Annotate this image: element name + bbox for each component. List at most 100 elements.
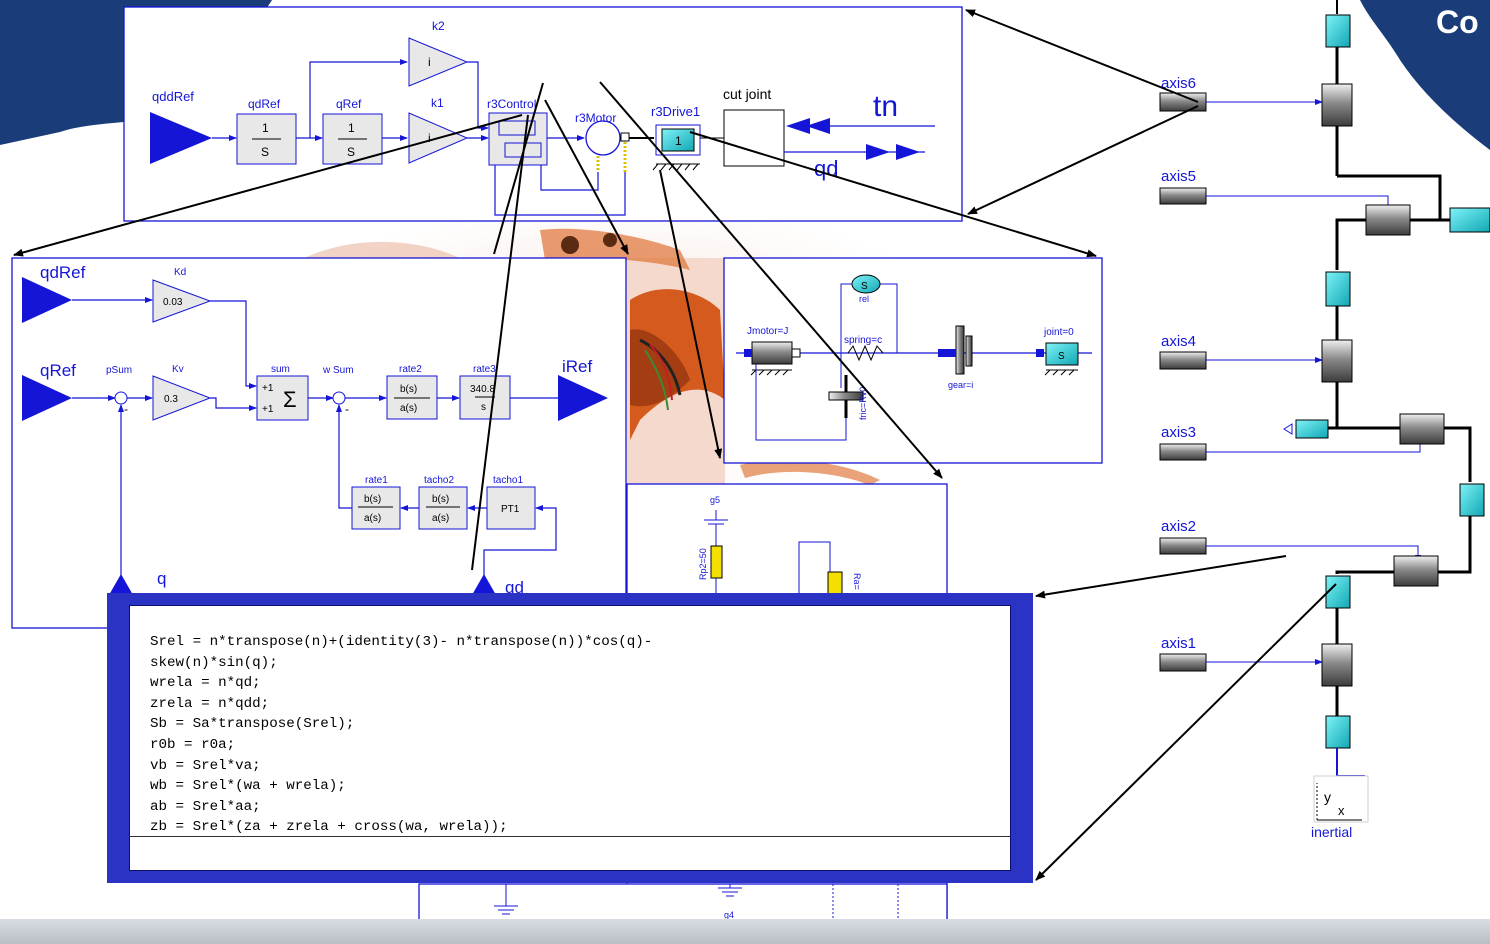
gear-block[interactable] <box>955 325 965 375</box>
rate1-den: a(s) <box>364 513 381 524</box>
joint5-block[interactable] <box>1365 204 1411 236</box>
axis5-label: axis5 <box>1161 168 1196 185</box>
bottom-bar <box>0 919 1490 944</box>
sum-label: sum <box>271 364 290 375</box>
iref-label: iRef <box>562 357 593 376</box>
k2-gain-block[interactable] <box>408 37 469 87</box>
code-line: wrela = n*qd; <box>150 675 261 692</box>
rp2-resistor[interactable] <box>710 545 723 579</box>
gear-label: gear=i <box>948 380 973 390</box>
body5-block[interactable] <box>1449 207 1490 233</box>
psum-label: pSum <box>106 365 132 376</box>
body2-block[interactable] <box>1459 483 1485 517</box>
r3motor-block[interactable] <box>585 120 621 156</box>
joint4-block[interactable] <box>1321 339 1353 383</box>
rel-label: rel <box>859 294 869 304</box>
control-qd-label: qd <box>505 578 524 597</box>
qdref-input-triangle <box>22 277 72 323</box>
q-input-triangle <box>109 574 133 595</box>
jmotor-label: Jmotor=J <box>747 326 788 337</box>
rate3-label: rate3 <box>473 364 496 375</box>
robot-structure: axis6 axis5 axis4 axis3 axis2 axis1 <box>1159 0 1490 840</box>
rate1-block[interactable] <box>351 486 401 530</box>
rate2-num: b(s) <box>400 384 417 395</box>
ra-resistor[interactable] <box>827 571 843 596</box>
r3drive1-value: 1 <box>675 134 682 148</box>
qref-num: 1 <box>348 121 355 135</box>
inertial-frame[interactable] <box>1313 775 1369 823</box>
sum-block[interactable] <box>256 375 309 421</box>
k2-label: k2 <box>432 19 445 33</box>
axis1-block[interactable]: axis1 <box>1159 635 1323 672</box>
tn-label: tn <box>873 90 898 123</box>
spring-block[interactable] <box>847 344 884 362</box>
qdref-den: S <box>261 145 269 159</box>
control-diagram: qdRef Kd 0.03 qRef pSum - Kv 0.3 sum +1 … <box>11 257 627 629</box>
code-panel: Srel = n*transpose(n)+(identity(3)- n*tr… <box>107 593 1033 883</box>
r3control-label: r3Control <box>487 97 536 111</box>
code-line: Srel = n*transpose(n)+(identity(3)- n*tr… <box>150 634 653 650</box>
joint6-block[interactable] <box>1321 83 1353 127</box>
g5-label: g5 <box>710 495 720 505</box>
wsum-label: w Sum <box>322 365 354 376</box>
qref-den: S <box>347 145 355 159</box>
kd-value: 0.03 <box>163 297 183 308</box>
rate1-num: b(s) <box>364 494 381 505</box>
joint2-block[interactable] <box>1393 555 1439 587</box>
kv-value: 0.3 <box>164 394 178 405</box>
rp2-label: Rp2=50 <box>698 548 708 580</box>
code-line: zb = Srel*(za + zrela + cross(wa, wrela)… <box>150 819 508 836</box>
code-line: zrela = n*qdd; <box>150 695 270 712</box>
axis6-block[interactable]: axis6 <box>1159 75 1323 112</box>
code-line: ab = Srel*aa; <box>150 798 261 815</box>
sum-plus1: +1 <box>262 383 274 394</box>
joint1-block[interactable] <box>1321 643 1353 687</box>
qdref-num: 1 <box>262 121 269 135</box>
rel-sensor-s: S <box>861 281 868 292</box>
code-line: wb = Srel*(wa + wrela); <box>150 778 346 795</box>
code-line: r0b = r0a; <box>150 736 236 753</box>
fric-block[interactable] <box>828 391 864 401</box>
top-diagram: qddRef qdRef 1 S qRef 1 S k2 i k1 i r3Co… <box>123 6 963 222</box>
body-top-block[interactable] <box>1325 14 1351 48</box>
rate3-den: s <box>481 402 486 413</box>
code-line: vb = Srel*va; <box>150 757 261 774</box>
rate2-den: a(s) <box>400 403 417 414</box>
body3-block[interactable] <box>1295 419 1329 439</box>
control-qdref-label: qdRef <box>40 263 86 282</box>
qd-input-triangle <box>472 574 496 595</box>
joint-block[interactable] <box>1045 342 1079 366</box>
tacho1-text: PT1 <box>501 504 520 515</box>
psum-minus: - <box>124 402 128 416</box>
body0-block[interactable] <box>1325 715 1351 749</box>
tacho1-label: tacho1 <box>493 475 523 486</box>
control-diagram-frame <box>11 257 627 629</box>
body1-block[interactable] <box>1325 575 1351 609</box>
rate2-label: rate2 <box>399 364 422 375</box>
g4-label: g4 <box>724 910 734 920</box>
code-area: Srel = n*transpose(n)+(identity(3)- n*tr… <box>129 605 1011 871</box>
sum-plus2: +1 <box>262 404 274 415</box>
jmotor-block[interactable] <box>751 341 793 365</box>
dark-blue-blob-right <box>1360 0 1490 150</box>
axis4-block[interactable]: axis4 <box>1159 333 1323 370</box>
rate3-num: 340.8 <box>470 384 495 395</box>
code-text: Srel = n*transpose(n)+(identity(3)- n*tr… <box>130 606 1010 838</box>
qref-label: qRef <box>336 97 362 111</box>
body4-block[interactable] <box>1325 271 1351 307</box>
r3motor-label: r3Motor <box>575 111 616 125</box>
wsum-block[interactable] <box>332 391 346 405</box>
kd-gain-block[interactable] <box>152 279 212 323</box>
axis3-label: axis3 <box>1161 424 1196 441</box>
kv-gain-block[interactable] <box>152 375 212 421</box>
joint-s: S <box>1058 351 1065 362</box>
tacho2-den: a(s) <box>432 513 449 524</box>
iref-output-triangle <box>558 375 608 421</box>
axis2-block[interactable]: axis2 <box>1159 518 1421 563</box>
qddref-input-triangle <box>150 112 212 164</box>
kv-label: Kv <box>172 364 184 375</box>
joint3-block[interactable] <box>1399 413 1445 445</box>
k1-value: i <box>428 131 431 145</box>
cut-joint-label: cut joint <box>723 86 771 102</box>
rel-sensor-block[interactable] <box>851 274 881 294</box>
